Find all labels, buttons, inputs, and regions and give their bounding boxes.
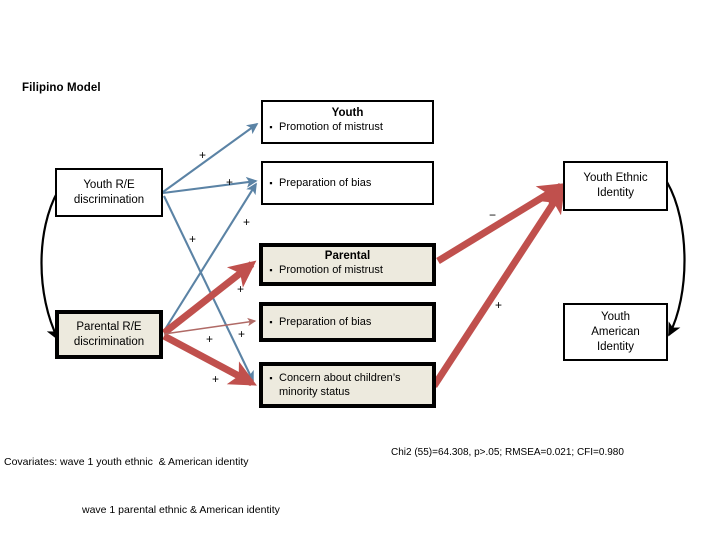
node-parental-concern-line1: Concern about children’s (279, 372, 401, 384)
node-youth-preparation-for-bias[interactable]: ▪ Preparation of bias (261, 161, 434, 205)
node-parental-header: Parental (324, 250, 371, 262)
page-title: Filipino Model (22, 82, 101, 94)
node-youth-american-identity-line2: American (591, 325, 640, 338)
fit-statistics: Chi2 (55)=64.308, p>.05; RMSEA=0.021; CF… (391, 447, 624, 458)
node-youth-promotion-label: Promotion of mistrust (279, 121, 383, 133)
node-parental-preparation-row: ▪ Preparation of bias (263, 315, 432, 330)
path-parental-concern-to-youth-ethnic (431, 185, 566, 388)
path-sign: + (237, 282, 245, 296)
node-parental-re-discrimination[interactable]: Parental R/E discrimination (55, 310, 163, 359)
node-youth-promotion-row: ▪ Promotion of mistrust (263, 120, 432, 135)
covariates-line1: Covariates: wave 1 youth ethnic & Americ… (4, 456, 249, 468)
covariates-line2: wave 1 parental ethnic & American identi… (82, 504, 280, 516)
bullet-icon: ▪ (269, 265, 273, 275)
node-parental-concern-label: Concern about children’s minority status (279, 371, 432, 399)
path-youth-disc-to-youth-promotion (162, 123, 259, 193)
path-sign: + (226, 175, 234, 189)
bullet-icon: ▪ (269, 122, 273, 132)
node-youth-ethnic-identity-line1: Youth Ethnic (583, 172, 648, 184)
node-parental-promotion-label: Promotion of mistrust (279, 264, 383, 276)
path-parental-promotion-to-youth-ethnic (436, 183, 566, 264)
covariates-note: Covariates: wave 1 youth ethnic & Americ… (4, 422, 280, 540)
node-youth-preparation-label: Preparation of bias (279, 176, 372, 189)
node-youth-american-identity-line1: Youth (601, 310, 630, 323)
path-sign: + (189, 232, 197, 246)
node-youth-re-discrimination-line2: discrimination (73, 193, 145, 206)
node-parental-promotion-of-mistrust[interactable]: Parental ▪ Promotion of mistrust (259, 243, 436, 286)
node-parental-concern-minority-status[interactable]: ▪ Concern about children’s minority stat… (259, 362, 436, 408)
node-parental-preparation-label: Preparation of bias (279, 315, 372, 328)
path-youth-disc-to-youth-preparation (162, 176, 258, 195)
node-parental-concern-line2: minority status (279, 386, 350, 398)
node-youth-header: Youth (331, 107, 364, 119)
node-parental-concern-row: ▪ Concern about children’s minority stat… (263, 371, 432, 399)
node-youth-american-identity[interactable]: Youth American Identity (563, 303, 668, 361)
node-parental-promotion-row: ▪ Promotion of mistrust (263, 263, 432, 278)
path-parental-disc-to-youth-preparation (163, 182, 257, 332)
node-youth-re-discrimination-line1: Youth R/E (83, 178, 135, 191)
bullet-icon: ▪ (269, 316, 273, 327)
node-youth-ethnic-identity-line2: Identity (596, 187, 635, 199)
node-parental-re-discrimination-line2: discrimination (73, 335, 145, 348)
path-parental-disc-to-parental-promotion (161, 260, 257, 336)
red-path-group (161, 183, 566, 388)
node-youth-promotion-of-mistrust[interactable]: Youth ▪ Promotion of mistrust (261, 100, 434, 144)
path-sign: + (243, 215, 251, 229)
path-sign: + (212, 372, 220, 386)
path-sign: + (206, 332, 214, 346)
bullet-icon: ▪ (269, 373, 273, 383)
node-youth-preparation-row: ▪ Preparation of bias (263, 176, 432, 191)
path-sign: + (495, 298, 503, 312)
node-youth-ethnic-identity[interactable]: Youth Ethnic Identity (563, 161, 668, 211)
node-parental-preparation-for-bias[interactable]: ▪ Preparation of bias (259, 302, 436, 342)
path-sign: + (199, 148, 207, 162)
node-youth-re-discrimination[interactable]: Youth R/E discrimination (55, 168, 163, 217)
node-parental-re-discrimination-line1: Parental R/E (76, 320, 142, 333)
node-youth-american-identity-line3: Identity (596, 340, 635, 353)
correlation-right-ethnic-american (655, 168, 686, 337)
bullet-icon: ▪ (269, 177, 273, 188)
path-sign: − (489, 208, 497, 222)
path-sign: + (238, 327, 246, 341)
